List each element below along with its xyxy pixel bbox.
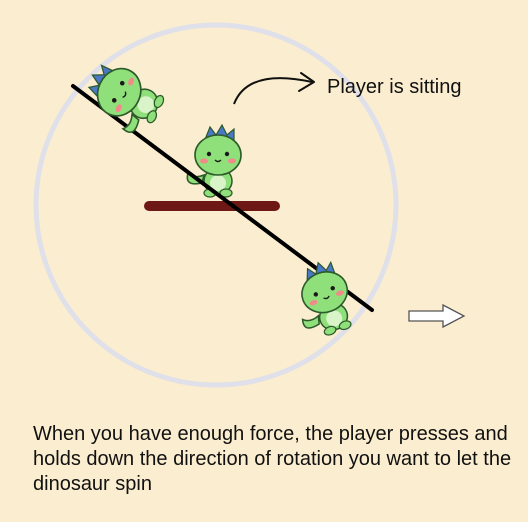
curved-arrow-icon [233, 72, 315, 105]
rotation-orbit-ring [33, 22, 399, 388]
game-scene [33, 22, 466, 388]
seat-platform [144, 201, 280, 211]
player-sitting-label: Player is sitting [327, 76, 462, 98]
sitting-dinosaur-player [186, 124, 242, 198]
instruction-text: When you have enough force, the player p… [33, 423, 512, 495]
right-arrow-icon [408, 303, 466, 329]
